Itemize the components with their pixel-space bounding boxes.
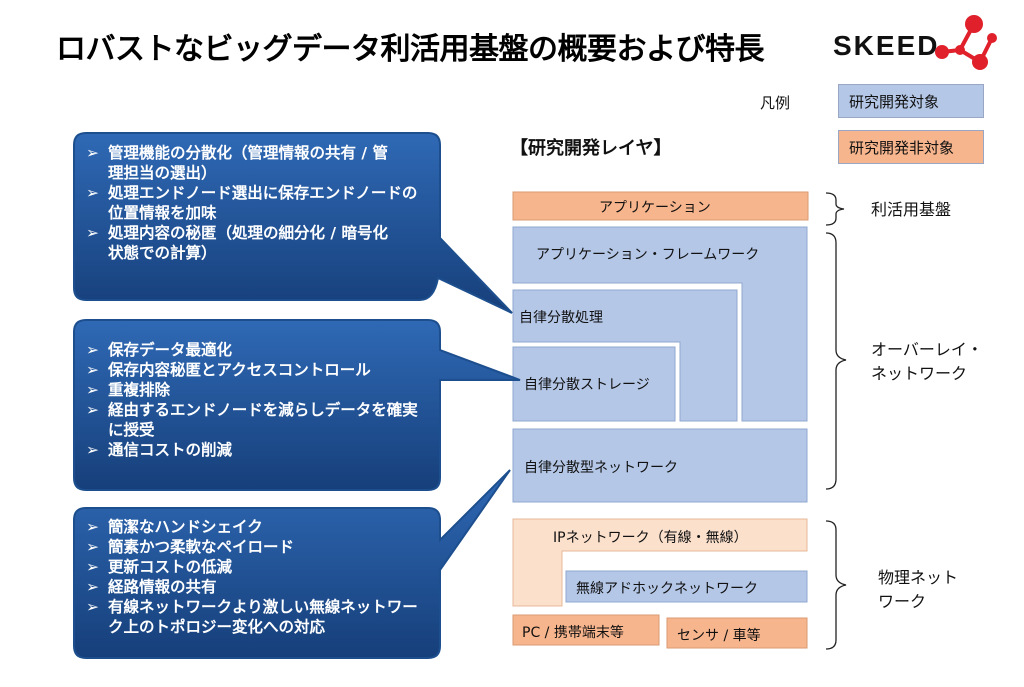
- callout-item-text: 処理エンドノード選出に保存エンドノードの 位置情報を加味: [108, 184, 418, 222]
- ip-network-layer-box: [512, 518, 808, 607]
- overlay-network-bracket: [825, 232, 847, 490]
- callout-1-text: ➢ 管理機能の分散化（管理情報の共有 / 管 理担当の選出） ➢ 処理エンドノード選…: [86, 143, 436, 263]
- autonomous-storage-layer-box: [512, 346, 676, 422]
- callout-3-item: ➢ 更新コストの低減: [86, 557, 436, 577]
- callout-item-text: 経由するエンドノードを減らしデータを確実 に授受: [108, 401, 418, 439]
- callout-2-item: ➢ 経由するエンドノードを減らしデータを確実 に授受: [86, 400, 436, 440]
- page-title: ロバストなビッグデータ利活用基盤の概要および特長: [56, 32, 765, 67]
- overlay-network-bracket-label: オーバーレイ・ ネットワーク: [871, 340, 983, 383]
- legend-in-scope: 研究開発対象: [838, 84, 984, 118]
- callout-item-text: 経路情報の共有: [108, 578, 217, 596]
- legend-out-of-scope: 研究開発非対象: [838, 130, 984, 164]
- callout-item-text: 有線ネットワークより激しい無線ネットワー ク上のトポロジー変化への対応: [108, 598, 418, 636]
- callout-item-text: 更新コストの低減: [108, 558, 233, 576]
- physical-network-bracket: [825, 520, 847, 650]
- callout-3-item: ➢ 経路情報の共有: [86, 577, 436, 597]
- autonomous-network-layer-label: 自律分散型ネットワーク: [524, 460, 678, 476]
- bullet-arrow-icon: ➢: [86, 381, 99, 399]
- callout-item-text: 保存データ最適化: [108, 341, 233, 359]
- bullet-arrow-icon: ➢: [86, 538, 99, 556]
- autonomous-processing-layer-label: 自律分散処理: [519, 310, 603, 326]
- callout-3-item: ➢ 有線ネットワークより激しい無線ネットワー ク上のトポロジー変化への対応: [86, 597, 436, 637]
- callout-1-item: ➢ 処理エンドノード選出に保存エンドノードの 位置情報を加味: [86, 183, 436, 223]
- callout-1-item: ➢ 管理機能の分散化（管理情報の共有 / 管 理担当の選出）: [86, 143, 436, 183]
- callout-item-text: 通信コストの削減: [108, 441, 233, 459]
- app-framework-layer-box: [512, 226, 808, 422]
- callout-item-text: 簡素かつ柔軟なペイロード: [108, 538, 295, 556]
- bullet-arrow-icon: ➢: [86, 401, 99, 419]
- callout-1-item: ➢ 処理内容の秘匿（処理の細分化 / 暗号化 状態での計算）: [86, 223, 436, 263]
- platform-bracket: [825, 192, 845, 226]
- autonomous-storage-layer-label: 自律分散ストレージ: [524, 377, 650, 393]
- callout-2-item: ➢ 重複排除: [86, 380, 436, 400]
- autonomous-network-layer-box: [512, 428, 808, 503]
- pc-mobile-layer-label: PC / 携帯端末等: [522, 625, 624, 641]
- ip-network-layer-label: IPネットワーク（有線・無線）: [553, 530, 748, 546]
- callout-item-text: 保存内容秘匿とアクセスコントロール: [108, 361, 371, 379]
- callout-2-item: ➢ 保存データ最適化: [86, 340, 436, 360]
- platform-bracket-label: 利活用基盤: [871, 200, 952, 219]
- application-layer-box: [512, 191, 809, 221]
- bullet-arrow-icon: ➢: [86, 558, 99, 576]
- bullet-arrow-icon: ➢: [86, 518, 99, 536]
- callout-2-item: ➢ 保存内容秘匿とアクセスコントロール: [86, 360, 436, 380]
- callout-3-text: ➢ 簡潔なハンドシェイク ➢ 簡素かつ柔軟なペイロード ➢ 更新コストの低減 ➢ 経路情…: [86, 517, 436, 637]
- sensor-vehicle-layer-box: [666, 617, 808, 649]
- callout-item-text: 簡潔なハンドシェイク: [108, 518, 263, 536]
- callout-item-text: 管理機能の分散化（管理情報の共有 / 管 理担当の選出）: [108, 144, 388, 182]
- pc-mobile-layer-box: [512, 614, 660, 646]
- bullet-arrow-icon: ➢: [86, 441, 99, 459]
- skeed-logo-text: SKEED: [833, 30, 940, 61]
- callout-1-bubble: [73, 132, 513, 314]
- bullet-arrow-icon: ➢: [86, 144, 99, 162]
- callout-2-text: ➢ 保存データ最適化 ➢ 保存内容秘匿とアクセスコントロール ➢ 重複排除 ➢ 経由する…: [86, 340, 436, 460]
- sensor-vehicle-layer-label: センサ / 車等: [677, 628, 761, 644]
- application-layer-label: アプリケーション: [599, 200, 711, 216]
- bullet-arrow-icon: ➢: [86, 224, 99, 242]
- callout-3-item: ➢ 簡素かつ柔軟なペイロード: [86, 537, 436, 557]
- bullet-arrow-icon: ➢: [86, 598, 99, 616]
- callout-3-bubble: [73, 469, 511, 659]
- adhoc-network-layer-label: 無線アドホックネットワーク: [576, 581, 758, 597]
- app-framework-layer-label: アプリケーション・フレームワーク: [536, 247, 760, 263]
- skeed-logo-icon: [935, 15, 997, 70]
- adhoc-network-layer-box: [565, 570, 808, 603]
- bullet-arrow-icon: ➢: [86, 578, 99, 596]
- callout-2-item: ➢ 通信コストの削減: [86, 440, 436, 460]
- bullet-arrow-icon: ➢: [86, 341, 99, 359]
- layer-heading: 【研究開発レイヤ】: [510, 138, 672, 159]
- callout-item-text: 重複排除: [108, 381, 171, 399]
- bullet-arrow-icon: ➢: [86, 184, 99, 202]
- bullet-arrow-icon: ➢: [86, 361, 99, 379]
- callout-item-text: 処理内容の秘匿（処理の細分化 / 暗号化 状態での計算）: [108, 224, 388, 262]
- callout-3-item: ➢ 簡潔なハンドシェイク: [86, 517, 436, 537]
- physical-network-bracket-label: 物理ネット ワーク: [878, 568, 959, 611]
- callout-2-bubble: [73, 319, 521, 491]
- autonomous-processing-layer-box: [512, 289, 738, 422]
- legend-label: 凡例: [760, 94, 791, 112]
